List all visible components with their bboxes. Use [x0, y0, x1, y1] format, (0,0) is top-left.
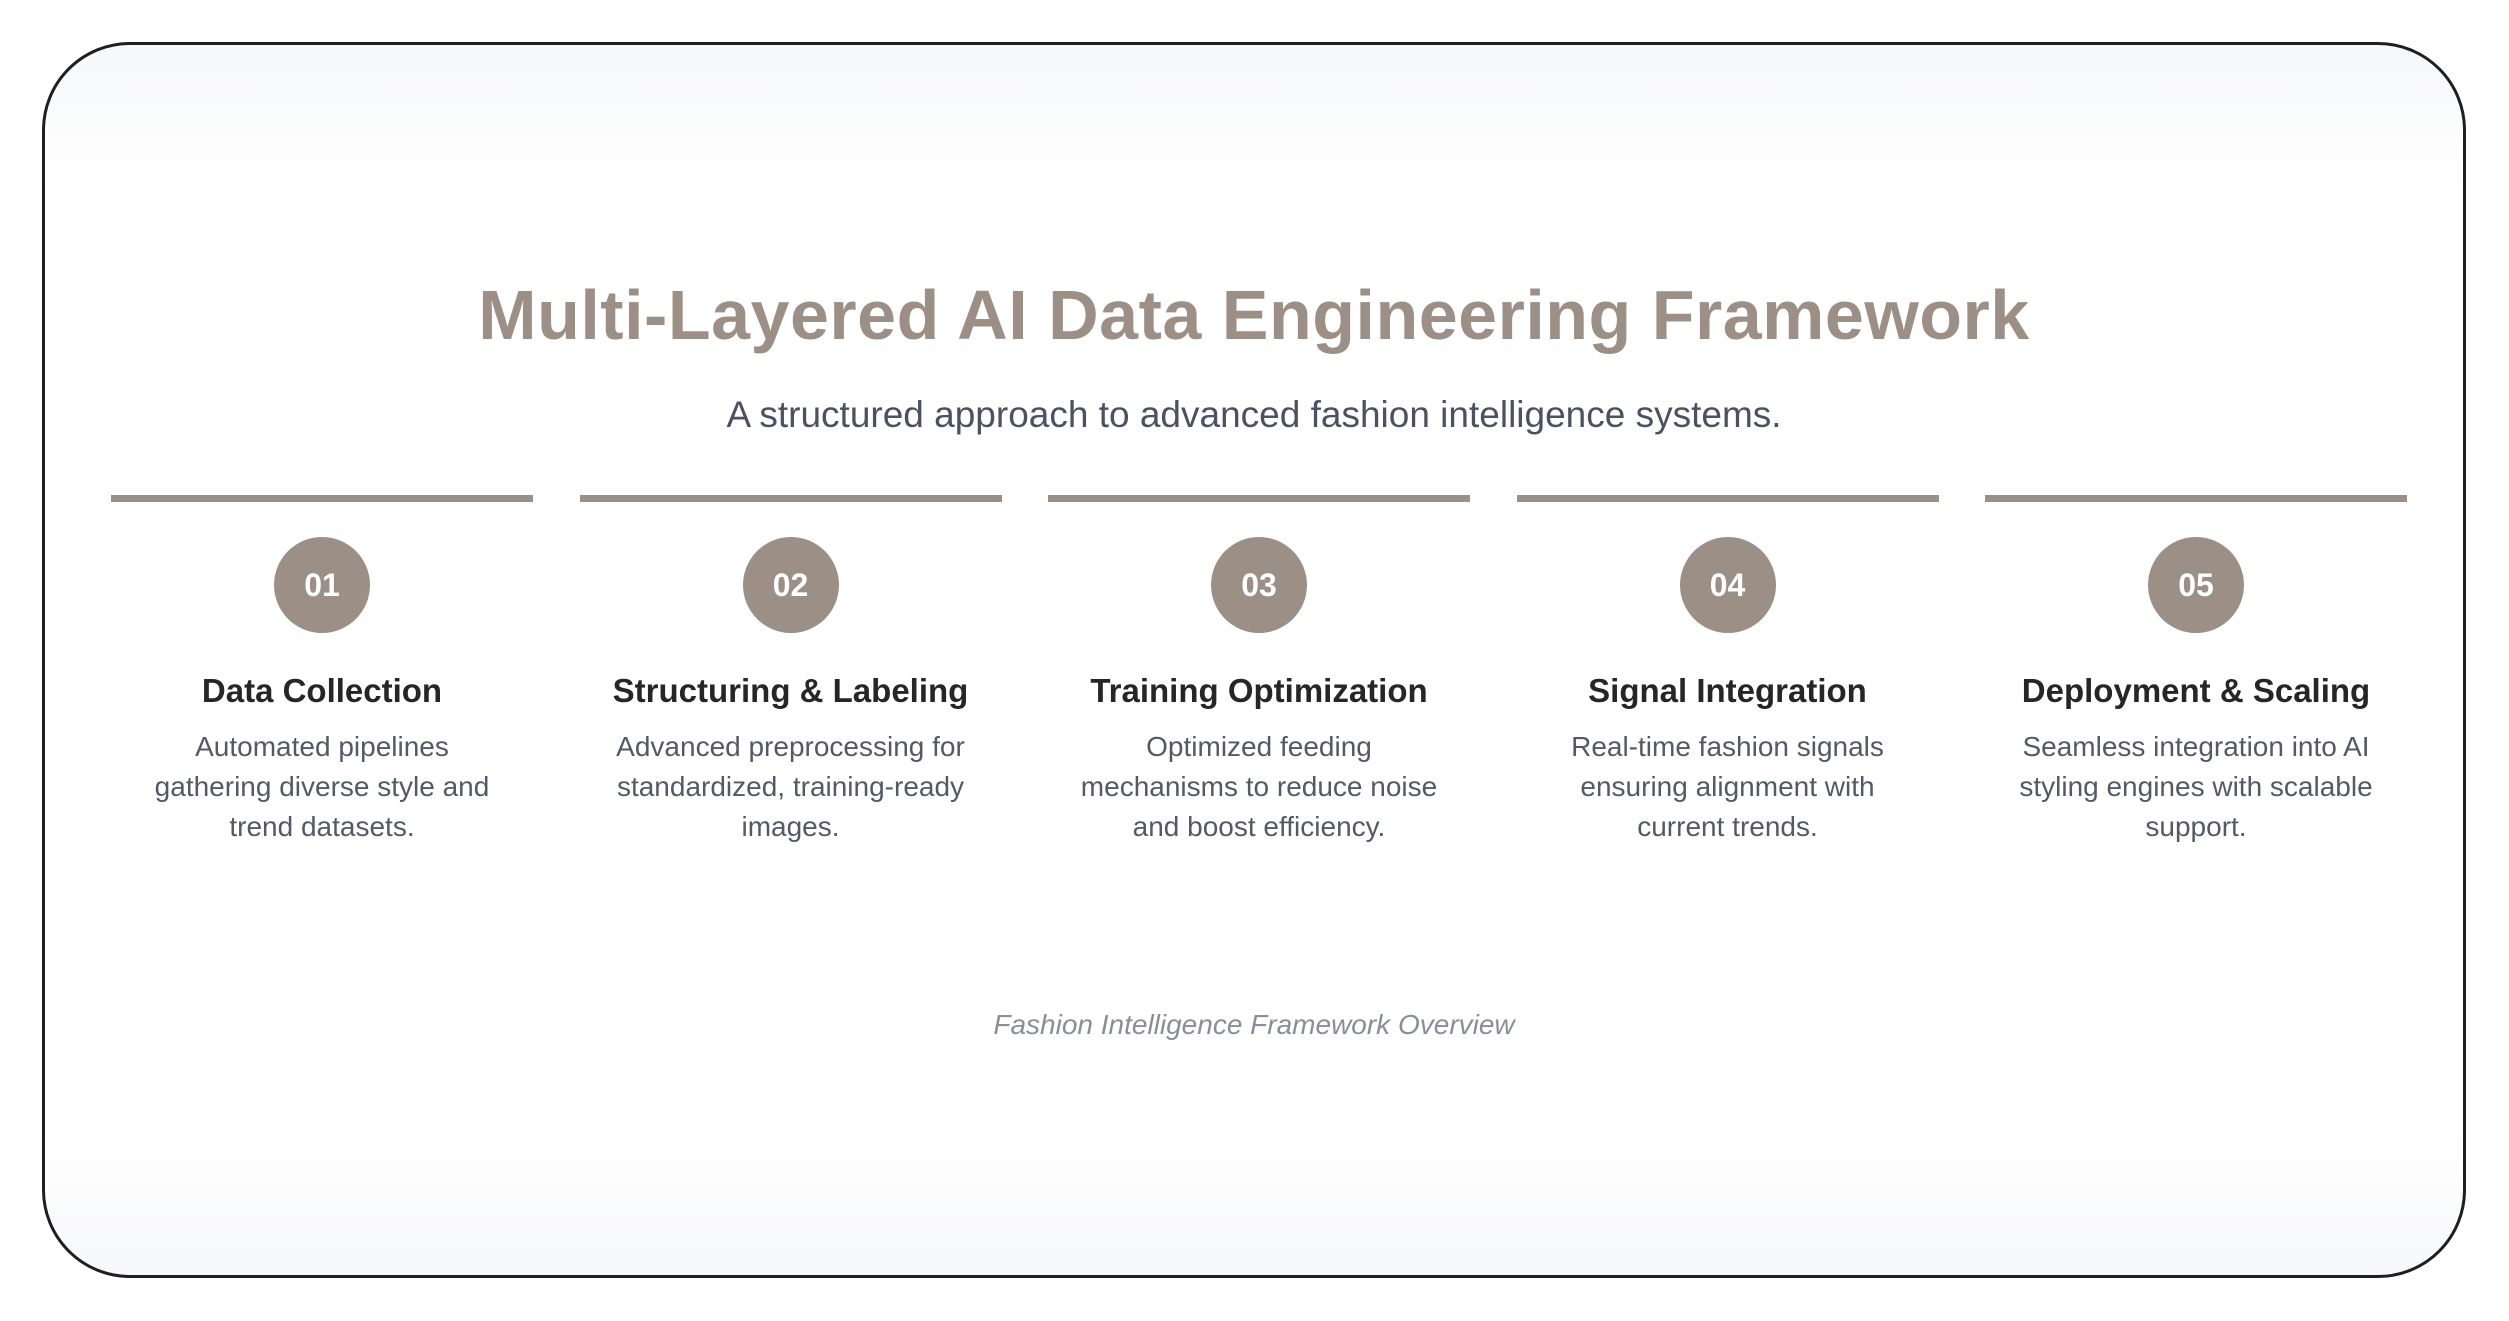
page-subtitle: A structured approach to advanced fashio… [726, 394, 1782, 435]
step-description: Real-time fashion signals ensuring align… [1571, 731, 1884, 842]
step-top-bar [1985, 495, 2407, 502]
step-number-badge: 02 [742, 537, 839, 633]
step-title: Data Collection [201, 672, 443, 709]
step-description: Optimized feeding mechanisms to reduce n… [1080, 731, 1438, 842]
step-top-bar [111, 495, 533, 502]
step-title: Signal Integration [1588, 672, 1867, 709]
step-title: Structuring & Labeling [612, 672, 969, 709]
step-number-badge: 05 [2148, 537, 2244, 633]
step-description: Advanced preprocessing for standardized,… [616, 731, 965, 842]
figure-caption: Fashion Intelligence Framework Overview [993, 1009, 1515, 1040]
step-signal-integration: 04 Signal Integration Real-time fashion … [1516, 495, 1939, 847]
step-description: Seamless integration into AI styling eng… [2019, 731, 2373, 842]
step-number-badge: 04 [1679, 537, 1776, 633]
step-structuring-labeling: 02 Structuring & Labeling Advanced prepr… [579, 495, 1002, 847]
step-training-optimization: 03 Training Optimization Optimized feedi… [1048, 495, 1470, 847]
steps-row: 01 Data Collection Automated pipelines g… [111, 495, 2407, 847]
step-data-collection: 01 Data Collection Automated pipelines g… [111, 495, 533, 847]
step-description: Automated pipelines gathering diverse st… [154, 731, 490, 842]
step-top-bar [579, 495, 1002, 502]
step-title: Deployment & Scaling [2021, 672, 2371, 709]
framework-card: Multi-Layered AI Data Engineering Framew… [42, 42, 2466, 1278]
step-top-bar [1048, 495, 1470, 502]
step-title: Training Optimization [1090, 672, 1428, 709]
step-deployment-scaling: 05 Deployment & Scaling Seamless integra… [1985, 495, 2407, 847]
step-number-badge: 01 [274, 537, 370, 633]
page-title: Multi-Layered AI Data Engineering Framew… [478, 276, 2030, 354]
step-top-bar [1516, 495, 1939, 502]
step-number-badge: 03 [1211, 537, 1307, 633]
